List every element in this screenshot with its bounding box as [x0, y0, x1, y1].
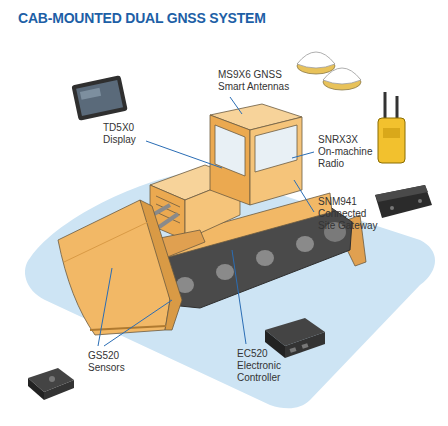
gnss-antenna — [297, 52, 361, 90]
leader-lines — [98, 97, 314, 346]
part-label: TD5X0 Display — [103, 122, 147, 146]
diagram-title: CAB-MOUNTED DUAL GNSS SYSTEM — [18, 10, 266, 26]
radio-unit — [378, 92, 405, 163]
controller-box — [265, 318, 325, 358]
part-label: MS9X6 GNSS Smart Antennas — [218, 69, 300, 93]
sensor-unit — [28, 368, 74, 400]
blade — [58, 200, 182, 335]
display-tablet — [71, 75, 127, 121]
part-label: GS520 Sensors — [88, 350, 134, 374]
gateway-box — [375, 185, 432, 218]
part-label: SNRX3X On-machine Radio — [318, 134, 376, 170]
part-label: SNM941 Connected Site Gateway — [318, 196, 380, 232]
part-label: EC520 Electronic Controller — [237, 348, 299, 384]
ground-area — [25, 170, 435, 408]
cab — [210, 104, 302, 205]
